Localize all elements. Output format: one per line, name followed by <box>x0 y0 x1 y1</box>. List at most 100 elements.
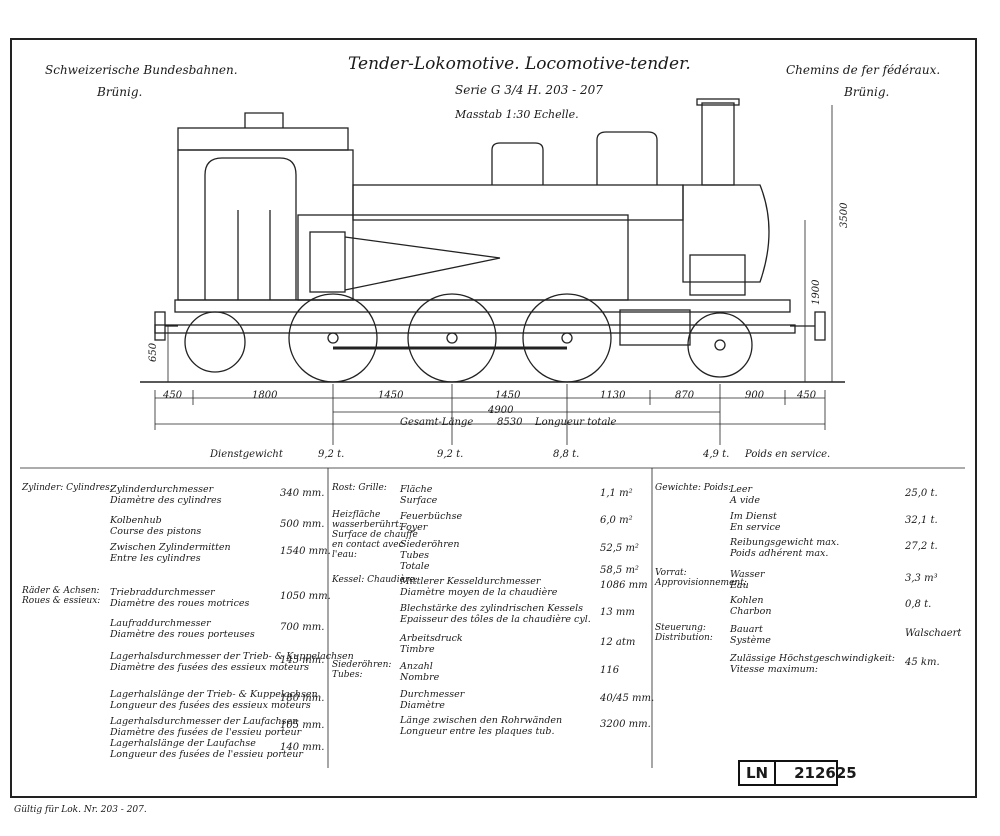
dim-segment: 870 <box>675 390 695 401</box>
spec-label-fr: Poids adhérent max. <box>730 548 829 559</box>
spec-value: 3200 mm. <box>600 719 651 730</box>
spec-label-de: Feuerbüchse <box>400 511 463 522</box>
spec-label-de: Laufraddurchmesser <box>110 618 211 629</box>
spec-label-fr: Diamètre des roues porteuses <box>110 629 255 640</box>
spec-value: 25,0 t. <box>905 488 938 499</box>
spec-group-label: Gewichte: Poids: <box>655 483 732 493</box>
axle-weight: 4,9 t. <box>703 449 730 460</box>
spec-group-label: Vorrat: Approvisionnement: <box>655 568 747 588</box>
footnote: Gültig für Lok. Nr. 203 - 207. <box>14 805 147 815</box>
spec-value: 0,8 t. <box>905 599 932 610</box>
spec-label-de: Im Dienst <box>730 511 777 522</box>
spec-label-fr: Timbre <box>400 644 435 655</box>
spec-value: 500 mm. <box>280 519 325 530</box>
spec-label-fr: Diamètre des cylindres <box>110 495 222 506</box>
spec-label-de: Reibungsgewicht max. <box>730 537 840 548</box>
spec-label-de: Siederöhren <box>400 539 460 550</box>
dim-segment: 450 <box>797 390 817 401</box>
spec-label-fr: Longueur des fusées des essieux moteurs <box>110 700 311 711</box>
dim-segment: 1800 <box>252 390 278 401</box>
drawing-border <box>10 38 977 798</box>
series-label: Serie G 3/4 H. 203 - 207 <box>455 83 603 97</box>
spec-group-label: Siederöhren: Tubes: <box>332 660 392 680</box>
archive-stamp: LN 212625 <box>738 760 857 786</box>
spec-label-de: Triebraddurchmesser <box>110 587 215 598</box>
spec-group-label: Steuerung: Distribution: <box>655 623 713 643</box>
spec-value: 13 mm <box>600 607 635 618</box>
spec-value: 1540 mm. <box>280 546 331 557</box>
axle-weight: 9,2 t. <box>318 449 345 460</box>
spec-label-de: Lagerhalsdurchmesser der Trieb- & Kuppel… <box>110 651 354 662</box>
spec-group-label: Zylinder: Cylindres: <box>22 483 113 493</box>
dim-boiler-axis: 1900 <box>811 279 822 305</box>
railway-name-fr: Chemins de fer fédéraux. <box>786 63 941 77</box>
spec-label-fr: Nombre <box>400 672 440 683</box>
spec-label-de: Fläche <box>400 484 433 495</box>
spec-value: 32,1 t. <box>905 515 938 526</box>
spec-value: 52,5 m² <box>600 543 639 554</box>
spec-label-de: Blechstärke des zylindrischen Kessels <box>400 603 584 614</box>
dim-segment: 1130 <box>600 390 626 401</box>
spec-label-de: Lagerhalslänge der Trieb- & Kuppelachsen <box>110 689 318 700</box>
spec-label-de: Leer <box>730 484 753 495</box>
spec-label-fr: Epaisseur des tôles de la chaudière cyl. <box>400 614 591 625</box>
dim-segment: 450 <box>163 390 183 401</box>
spec-value: 340 mm. <box>280 488 325 499</box>
spec-value: 27,2 t. <box>905 541 938 552</box>
spec-group-label: Rost: Grille: <box>332 483 387 493</box>
spec-label-fr: Diamètre des fusées des essieux moteurs <box>110 662 310 673</box>
spec-label-fr: Longueur entre les plaques tub. <box>400 726 555 737</box>
line-name-right: Brünig. <box>844 85 890 99</box>
spec-value: 6,0 m² <box>600 515 633 526</box>
spec-value: Walschaert <box>905 628 962 639</box>
spec-label-de: Zylinderdurchmesser <box>110 484 214 495</box>
dim-overall-height: 3500 <box>839 202 850 228</box>
spec-value: 180 mm. <box>280 693 325 704</box>
spec-label-fr: Surface <box>400 495 438 506</box>
weights-label: Dienstgewicht <box>210 449 283 460</box>
spec-label-fr: Diamètre des fusées de l'essieu porteur <box>110 727 302 738</box>
spec-label-de: Bauart <box>730 624 763 635</box>
spec-label-de: Lagerhalsdurchmesser der Laufachsen <box>110 716 299 727</box>
spec-value: 12 atm <box>600 637 636 648</box>
spec-value: 1050 mm. <box>280 591 331 602</box>
axle-weight: 8,8 t. <box>553 449 580 460</box>
dim-total-value: 8530 <box>497 417 523 428</box>
scale-label: Masstab 1:30 Echelle. <box>455 108 579 121</box>
spec-group-label: Heizfläche wasserberührt: Surface de cha… <box>332 510 418 560</box>
spec-label-de: Anzahl <box>400 661 433 672</box>
stamp-number: 212625 <box>794 764 857 782</box>
spec-label-de: Zulässige Höchstgeschwindigkeit: <box>730 653 896 664</box>
spec-value: 3,3 m³ <box>905 573 938 584</box>
spec-label-fr: Foyer <box>400 522 428 533</box>
spec-label-fr: Entre les cylindres <box>110 553 201 564</box>
spec-value: 45 km. <box>905 657 940 668</box>
dim-total-label-fr: Longueur totale <box>535 417 617 428</box>
spec-group-label: Räder & Achsen: Roues & essieux: <box>22 586 101 606</box>
railway-name-de: Schweizerische Bundesbahnen. <box>45 63 238 77</box>
spec-label-fr: Diamètre moyen de la chaudière <box>400 587 558 598</box>
weights-label-fr: Poids en service. <box>745 449 831 460</box>
spec-label-de: Arbeitsdruck <box>400 633 463 644</box>
spec-value: 1086 mm <box>600 580 648 591</box>
axle-weight: 9,2 t. <box>437 449 464 460</box>
spec-label-fr: Système <box>730 635 771 646</box>
spec-value: 105 mm. <box>280 720 325 731</box>
spec-label-fr: Course des pistons <box>110 526 202 537</box>
spec-label-fr: Diamètre des roues motrices <box>110 598 250 609</box>
dim-buffer-height: 650 <box>148 342 159 362</box>
spec-value: 1,1 m² <box>600 488 633 499</box>
dim-segment: 900 <box>745 390 765 401</box>
spec-label-de: Kolbenhub <box>110 515 162 526</box>
spec-label-fr: Longueur des fusées de l'essieu porteur <box>110 749 303 760</box>
spec-label-de: Mittlerer Kesseldurchmesser <box>400 576 541 587</box>
spec-value: 700 mm. <box>280 622 325 633</box>
spec-label-de: Lagerhalslänge der Laufachse <box>110 738 256 749</box>
spec-label-de: Länge zwischen den Rohrwänden <box>400 715 563 726</box>
spec-label-fr: En service <box>730 522 781 533</box>
spec-label-de: Durchmesser <box>400 689 465 700</box>
spec-label-de: Kohlen <box>730 595 764 606</box>
dim-total-label-de: Gesamt-Länge <box>400 417 474 428</box>
stamp-prefix: LN <box>746 764 769 782</box>
